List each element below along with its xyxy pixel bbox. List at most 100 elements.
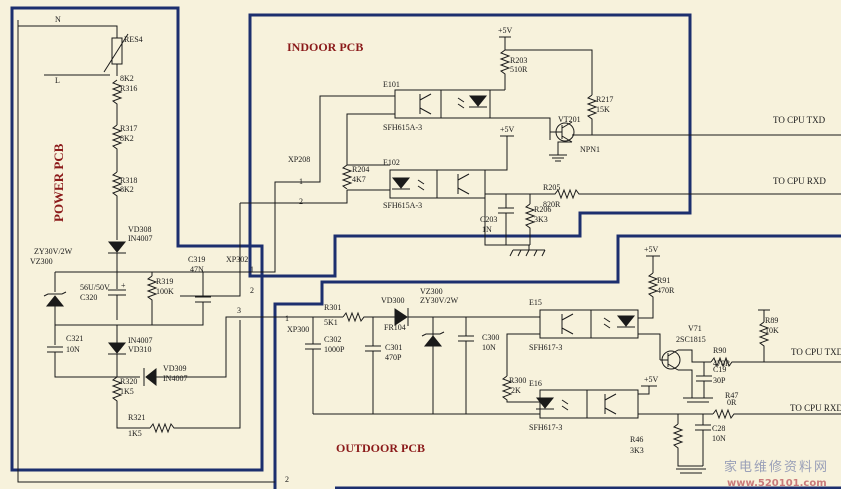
- r319-label: R319: [156, 277, 173, 286]
- r90-resistor: [710, 356, 841, 368]
- e102-part: SFH615A-3: [383, 201, 422, 210]
- r205-value: 820R: [543, 200, 561, 209]
- c19-value: 30P: [713, 376, 726, 385]
- xp208-pin1: 1: [299, 177, 303, 186]
- vd300-diode: [394, 308, 408, 326]
- res4-label: RES4: [124, 35, 143, 44]
- c28-value: 10N: [712, 434, 726, 443]
- c319-label: C319: [188, 255, 205, 264]
- r206-value: 3K3: [534, 215, 548, 224]
- vz300-out-value: ZY30V/2W: [420, 296, 459, 305]
- r206-label: R206: [534, 205, 551, 214]
- r217-value: 15K: [596, 105, 610, 114]
- xp208-pin2: 2: [299, 197, 303, 206]
- vz300-value: ZY30V/2W: [34, 247, 73, 256]
- outdoor-pcb-title: OUTDOOR PCB: [336, 441, 425, 455]
- r206-resistor: [524, 203, 536, 245]
- v71-label: V71: [688, 324, 702, 333]
- r317-label: R317: [120, 124, 137, 133]
- xp300-pin1: 1: [285, 314, 289, 323]
- xp208-label: XP208: [288, 155, 310, 164]
- r217-label: R217: [596, 95, 613, 104]
- outdoor-to-cpu-txd: TO CPU TXD: [791, 347, 841, 357]
- r317-value: 8K2: [120, 134, 134, 143]
- vd308-diode: [107, 241, 127, 253]
- r300-value: 2K: [511, 386, 521, 395]
- c321-value: 10N: [66, 345, 80, 354]
- r91-value: 470R: [657, 286, 675, 295]
- indoor-pcb: +5V R203 510R E101 SFH615A-3 R217 15K VT…: [240, 26, 841, 257]
- e15-label: E15: [529, 298, 542, 307]
- r319-value: 100K: [156, 287, 174, 296]
- res4-arrow: [103, 33, 129, 73]
- r300-label: R300: [509, 376, 526, 385]
- r91-label: R91: [657, 276, 670, 285]
- r318-label: R318: [120, 176, 137, 185]
- e16-part: SFH617-3: [529, 423, 562, 432]
- r46-label: R46: [630, 435, 643, 444]
- r205-resistor: [530, 188, 841, 200]
- e101-label: E101: [383, 80, 400, 89]
- power-pcb-title: POWER PCB: [51, 143, 66, 222]
- r316-label: R316: [120, 84, 137, 93]
- vd310-diode: [107, 342, 127, 354]
- r320-value: 1K5: [120, 387, 134, 396]
- e102-label: E102: [383, 158, 400, 167]
- xp300-label: XP300: [287, 325, 309, 334]
- watermark-url: www.520101.com: [727, 478, 827, 489]
- e101-part: SFH615A-3: [383, 123, 422, 132]
- r46-value: 3K3: [630, 446, 644, 455]
- r301-label: R301: [324, 303, 341, 312]
- c302-value: 1000P: [324, 345, 345, 354]
- e15-optocoupler: [539, 309, 639, 339]
- xp302-label: XP302: [226, 255, 248, 264]
- vz300-out-zener: [423, 335, 443, 347]
- c301-value: 470P: [385, 353, 402, 362]
- vt201-label: VT201: [558, 115, 581, 124]
- vd300-label: VD300: [381, 296, 405, 305]
- xp300-pin2: 2: [285, 475, 289, 484]
- svg-text:+: +: [121, 281, 126, 290]
- outdoor-v5-mid: +5V: [644, 375, 659, 384]
- wire-neg-bus: [55, 302, 204, 326]
- e16-label: E16: [529, 379, 542, 388]
- r46-resistor: [672, 423, 703, 467]
- indoor-to-cpu-rxd: TO CPU RXD: [773, 176, 826, 186]
- outdoor-pcb-border: [273, 234, 841, 489]
- r318-resistor: [111, 171, 123, 240]
- vd308-value: IN4007: [128, 234, 152, 243]
- r89-value: 10K: [765, 326, 779, 335]
- r321-resistor: [149, 320, 241, 434]
- r301-value: 5K1: [324, 318, 338, 327]
- r321-label: R321: [128, 413, 145, 422]
- e101-optocoupler: [394, 89, 491, 119]
- r217-resistor: [586, 94, 598, 135]
- r90-value: 470R: [713, 359, 731, 368]
- xp302-pin1: 1: [250, 265, 254, 274]
- c300-label: C300: [482, 333, 499, 342]
- vd309-value: IN4007: [163, 374, 187, 383]
- c320-label: C320: [80, 293, 97, 302]
- c203-value: 1N: [482, 225, 492, 234]
- c300-value: 10N: [482, 343, 496, 352]
- r89-label: R89: [765, 316, 778, 325]
- r47-resistor: [712, 408, 841, 420]
- c319-value: 47N: [190, 265, 204, 274]
- e16-optocoupler: [539, 389, 639, 419]
- vd309-label: VD309: [163, 364, 187, 373]
- vd309-diode: [145, 367, 157, 387]
- c302-label: C302: [324, 335, 341, 344]
- c203-label: C203: [480, 215, 497, 224]
- outdoor-v5-top: +5V: [644, 245, 659, 254]
- r205-label: R205: [543, 183, 560, 192]
- e15-part: SFH617-3: [529, 343, 562, 352]
- outdoor-to-cpu-rxd: TO CPU RXD: [790, 403, 841, 413]
- indoor-pcb-border: [248, 13, 692, 278]
- r318-value: 8K2: [120, 185, 134, 194]
- watermark-cn: 家电维修资料网: [724, 459, 829, 475]
- r47-value: 0R: [727, 398, 737, 407]
- r91-resistor: [638, 272, 659, 319]
- vd310-label: VD310: [128, 345, 152, 354]
- c321-label: C321: [66, 334, 83, 343]
- xp302-pin3: 3: [237, 306, 241, 315]
